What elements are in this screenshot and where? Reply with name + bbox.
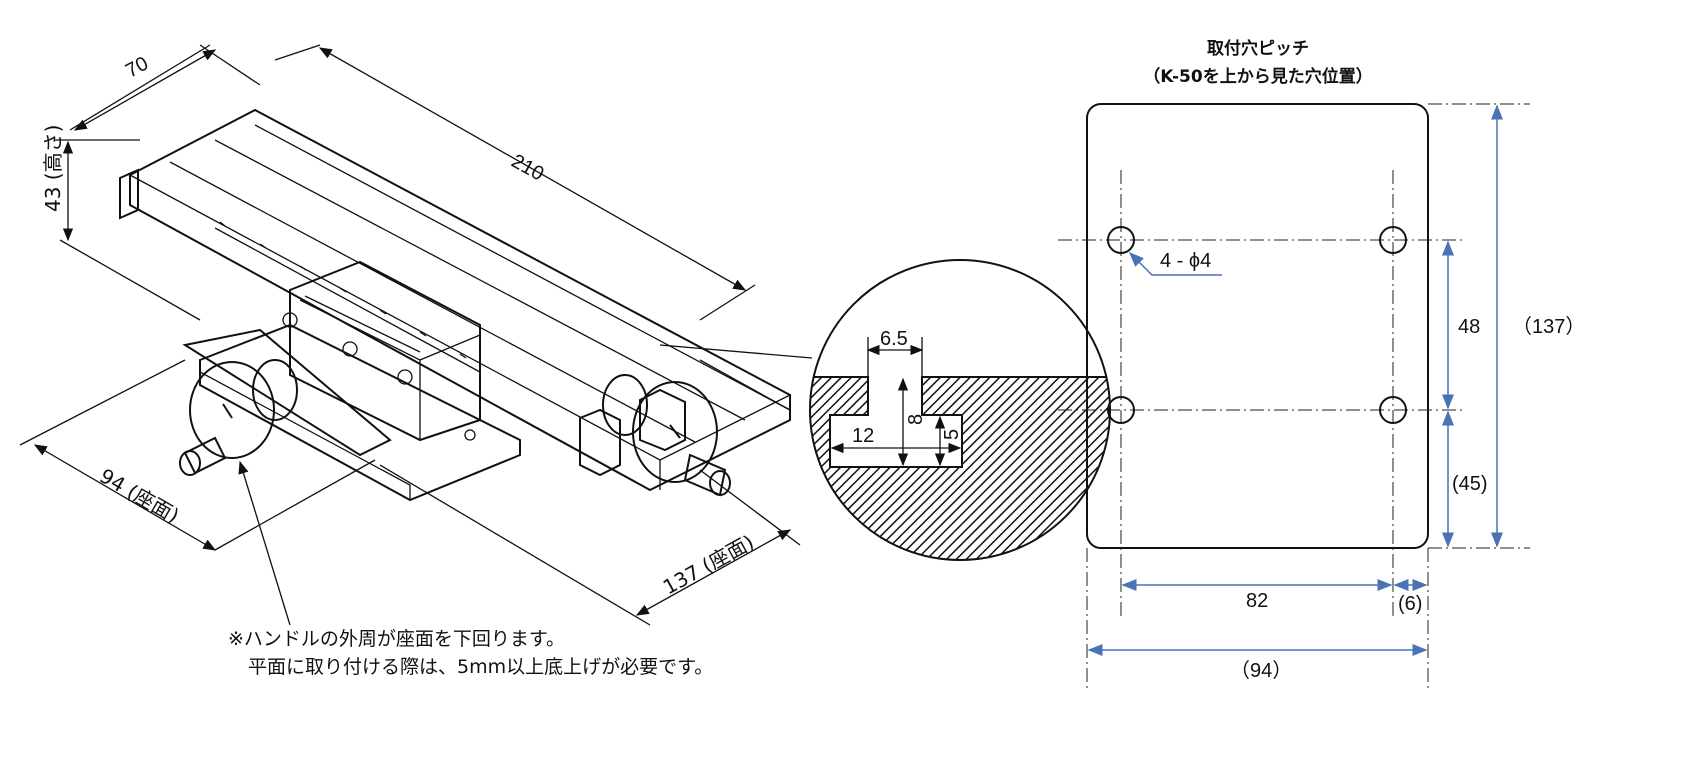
hole-callout: 4 - ϕ4	[1160, 250, 1211, 272]
base-plate-outline	[1086, 103, 1429, 549]
svg-text:(6): (6)	[1398, 593, 1422, 615]
svg-text:48: 48	[1458, 316, 1480, 338]
cross-slide-illustration: 70 210 43 (高さ) 94 (座面) 137 (座面)	[19, 44, 801, 678]
svg-text:210: 210	[508, 150, 548, 185]
svg-text:5: 5	[941, 429, 963, 440]
svg-text:12: 12	[852, 425, 874, 447]
svg-text:（94）: （94）	[1230, 659, 1292, 682]
note-line-1: ※ハンドルの外周が座面を下回ります。	[228, 628, 565, 650]
svg-text:137 (座面): 137 (座面)	[659, 530, 758, 600]
dimension-70: 70	[69, 44, 261, 131]
svg-text:（137）: （137）	[1512, 315, 1585, 338]
dimension-210: 210	[274, 44, 756, 321]
svg-text:82: 82	[1246, 590, 1268, 612]
svg-text:43 (高さ): 43 (高さ)	[41, 125, 65, 212]
svg-text:6.5: 6.5	[880, 328, 908, 350]
mounting-hole	[1379, 396, 1407, 424]
dimension-137-base: 137 (座面)	[379, 464, 801, 626]
table-scale	[214, 221, 481, 373]
hole-pitch-subtitle: （K-50を上から見た穴位置）	[1143, 66, 1372, 87]
hole-pitch-title: 取付穴ピッチ	[1207, 38, 1309, 59]
mounting-hole-plan: 取付穴ピッチ （K-50を上から見た穴位置） 4 - ϕ4 48 (45) （1…	[1058, 38, 1585, 690]
svg-text:8: 8	[905, 414, 927, 425]
mounting-hole	[1379, 226, 1407, 254]
dimension-43-height: 43 (高さ)	[41, 125, 201, 321]
svg-text:94 (座面): 94 (座面)	[96, 464, 184, 528]
left-handwheel	[179, 328, 392, 476]
svg-text:70: 70	[122, 53, 152, 83]
mounting-hole	[1107, 396, 1135, 424]
right-handwheel	[602, 374, 731, 497]
note-line-2: 平面に取り付ける際は、5mm以上底上げが必要です。	[248, 656, 713, 678]
svg-text:(45): (45)	[1452, 473, 1488, 495]
mounting-hole	[1107, 226, 1135, 254]
